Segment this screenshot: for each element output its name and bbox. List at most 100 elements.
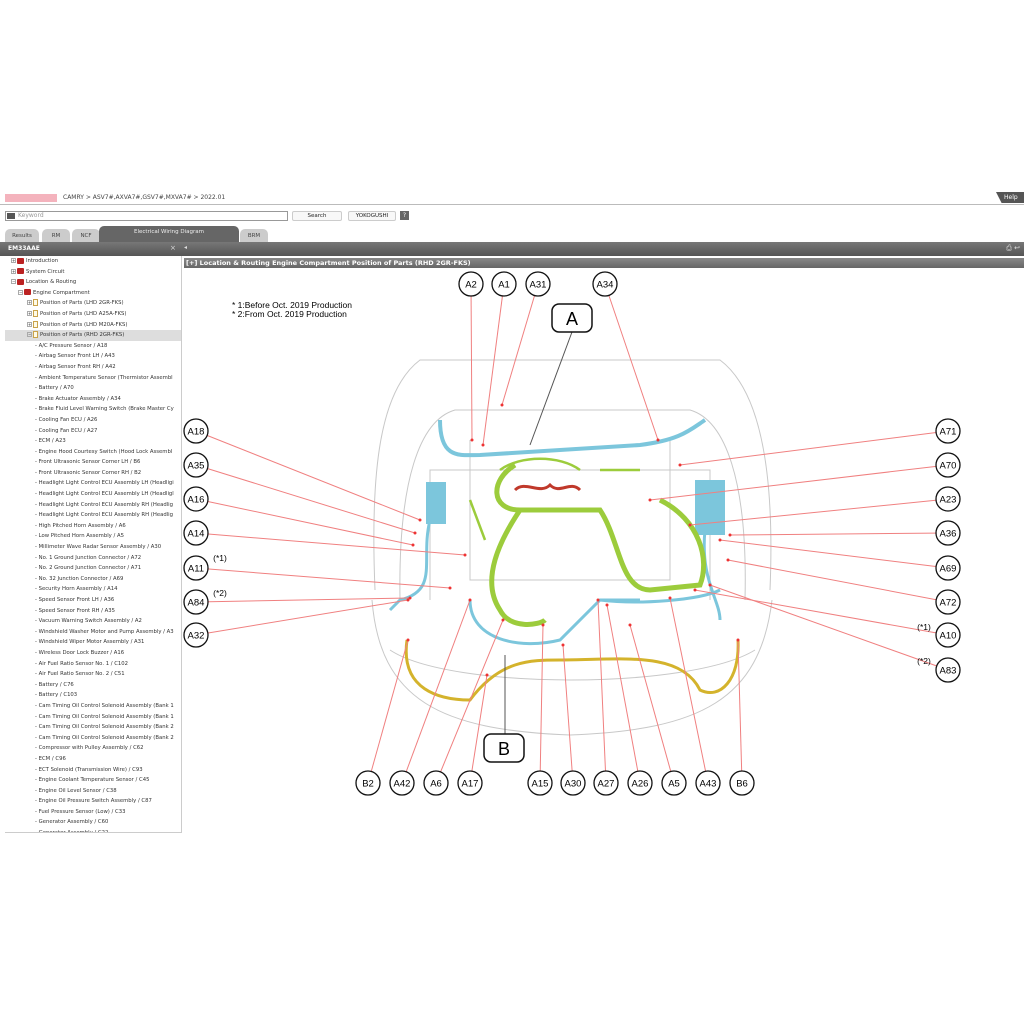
tab-results[interactable]: Results xyxy=(5,229,39,242)
tree-item-part[interactable]: - Airbag Sensor Front LH / A43 xyxy=(35,353,115,360)
expand-icon[interactable]: − xyxy=(27,332,32,338)
collapse-icon[interactable]: − xyxy=(18,289,23,295)
tree-item-part[interactable]: - Front Ultrasonic Sensor Corner RH / B2 xyxy=(35,469,142,476)
tree-item-part[interactable]: - High Pitched Horn Assembly / A6 xyxy=(35,522,126,529)
search-button[interactable]: Search xyxy=(292,211,342,221)
tree-item-position[interactable]: +Position of Parts (LHD M20A-FKS) xyxy=(5,320,181,331)
tree-item-part[interactable]: - Headlight Light Control ECU Assembly R… xyxy=(35,501,174,508)
tree-item-part[interactable]: - Millimeter Wave Radar Sensor Assembly … xyxy=(35,544,162,551)
tree-item-part[interactable]: - Engine Hood Courtesy Switch (Hood Lock… xyxy=(35,448,173,455)
tree-item-part[interactable]: - Brake Actuator Assembly / A34 xyxy=(35,395,121,402)
tree-item-introduction[interactable]: +Introduction xyxy=(5,256,181,267)
tree-item-part[interactable]: - Cam Timing Oil Control Solenoid Assemb… xyxy=(35,702,174,709)
callout-circle xyxy=(458,271,484,297)
tree-item-part[interactable]: - Engine Oil Level Sensor / C38 xyxy=(35,787,117,794)
tree-item-part[interactable]: - No. 2 Ground Junction Connector / A71 xyxy=(35,565,142,572)
expand-icon[interactable]: + xyxy=(27,310,32,316)
tab-ncf[interactable]: NCF xyxy=(72,229,100,242)
yokogushi-button[interactable]: YOKOGUSHI xyxy=(348,211,396,221)
callout-label: A11 xyxy=(188,564,204,575)
callout-label: A5 xyxy=(668,779,680,790)
leader-line xyxy=(195,599,409,636)
tree-label: Battery / A70 xyxy=(38,385,74,392)
tree-item-part[interactable]: - Wireless Door Lock Buzzer / A16 xyxy=(35,649,125,656)
tree-item-position[interactable]: +Position of Parts (LHD A25A-FKS) xyxy=(5,309,181,320)
expand-icon[interactable]: + xyxy=(27,321,32,327)
tree-item-part[interactable]: - ECT Solenoid (Transmission Wire) / C93 xyxy=(35,766,143,773)
tree-item-position[interactable]: +Position of Parts (LHD 2GR-FKS) xyxy=(5,298,181,309)
tree-item-part[interactable]: - Speed Sensor Front LH / A36 xyxy=(35,597,115,603)
tree-item-part[interactable]: - Cooling Fan ECU / A26 xyxy=(35,416,98,423)
tree-sidebar[interactable]: +Introduction+System Circuit−Location & … xyxy=(5,256,182,833)
expand-icon[interactable]: + xyxy=(11,258,16,263)
tree-item-part[interactable]: - Headlight Light Control ECU Assembly R… xyxy=(35,512,174,519)
tree-item-part[interactable]: - Battery / C103 xyxy=(35,692,78,699)
print-icon[interactable]: ⎙ ↩ xyxy=(1006,244,1020,252)
tree-item-part[interactable]: - Cam Timing Oil Control Solenoid Assemb… xyxy=(35,724,174,731)
tree-item-part[interactable]: - Generator Assembly / C22 xyxy=(5,828,181,832)
tree-item-part[interactable]: - No. 32 Junction Connector / A69 xyxy=(35,575,124,582)
tab-rm[interactable]: RM xyxy=(42,229,70,242)
tree-item-part[interactable]: - Air Fuel Ratio Sensor No. 1 / C102 xyxy=(35,660,129,667)
tree-item-part[interactable]: - A/C Pressure Sensor / A18 xyxy=(35,342,108,349)
tree-item-system-circuit[interactable]: +System Circuit xyxy=(5,267,181,278)
tree-item-part[interactable]: - Security Horn Assembly / A14 xyxy=(35,586,118,593)
tree-item-part[interactable]: - Windshield Washer Motor and Pump Assem… xyxy=(35,628,174,635)
tree-label: ECM / A23 xyxy=(38,438,66,445)
tree-label: Brake Fluid Level Warning Switch (Brake … xyxy=(38,406,174,413)
callout-label: A23 xyxy=(940,495,957,506)
tree-item-part[interactable]: - Headlight Light Control ECU Assembly L… xyxy=(35,491,174,498)
callout-circle xyxy=(627,770,653,796)
tree-item-part[interactable]: - Low Pitched Horn Assembly / A5 xyxy=(35,533,124,540)
tree-item-part[interactable]: - Windshield Wiper Motor Assembly / A31 xyxy=(35,639,145,646)
collapse-icon[interactable]: − xyxy=(11,279,16,285)
tree-item-part[interactable]: - Ambient Temperature Sensor (Thermistor… xyxy=(35,374,173,381)
brand-logo xyxy=(5,194,57,202)
tab-brm[interactable]: BRM xyxy=(240,229,268,242)
tree-item-part[interactable]: - Brake Fluid Level Warning Switch (Brak… xyxy=(35,406,174,413)
panel-header: EM33AAE × ◂ ⎙ ↩ xyxy=(0,242,1024,256)
callout-label: A18 xyxy=(188,427,205,438)
tree-item-part[interactable]: - Headlight Light Control ECU Assembly L… xyxy=(35,480,174,487)
tree-item-part[interactable]: - Front Ultrasonic Sensor Corner LH / B6 xyxy=(35,459,141,466)
tree-item-part[interactable]: - Fuel Pressure Sensor (Low) / C33 xyxy=(35,808,126,815)
tree-item-part[interactable]: - Cooling Fan ECU / A27 xyxy=(35,427,98,434)
keyword-input[interactable]: Keyword xyxy=(5,211,288,221)
tree-item-part[interactable]: - ECM / A23 xyxy=(35,438,66,445)
tree-item-part[interactable]: - Generator Assembly / C60 xyxy=(35,819,109,826)
callout-circle xyxy=(527,770,553,796)
tree-item-part[interactable]: - Airbag Sensor Front RH / A42 xyxy=(35,363,116,370)
help-button[interactable]: Help xyxy=(996,192,1024,203)
tree-item-part[interactable]: - Cam Timing Oil Control Solenoid Assemb… xyxy=(35,734,174,741)
expand-icon[interactable]: + xyxy=(11,268,16,274)
callout-circle xyxy=(183,589,209,615)
connector-point xyxy=(500,403,504,407)
tree-item-part[interactable]: - Air Fuel Ratio Sensor No. 2 / C51 xyxy=(35,671,125,678)
leader-line xyxy=(709,584,949,671)
expand-icon[interactable]: + xyxy=(27,300,32,306)
tree-item-part[interactable]: - Compressor with Pulley Assembly / C62 xyxy=(35,745,144,752)
tree-item-location-routing[interactable]: −Location & Routing xyxy=(5,277,181,288)
callout-label: A27 xyxy=(598,779,615,790)
production-annotation: (*2) xyxy=(917,656,931,666)
tree-item-position[interactable]: −Position of Parts (RHD 2GR-FKS) xyxy=(5,330,181,341)
body-harness xyxy=(438,418,707,458)
tree-item-part[interactable]: - ECM / C96 xyxy=(35,755,66,762)
tree-item-part[interactable]: - No. 1 Ground Junction Connector / A72 xyxy=(35,554,142,561)
tab-electrical-wiring-diagram[interactable]: Electrical Wiring Diagram xyxy=(99,226,239,242)
tree-item-part[interactable]: - Vacuum Warning Switch Assembly / A2 xyxy=(35,618,142,625)
tree-item-part[interactable]: - Speed Sensor Front RH / A35 xyxy=(35,607,115,614)
tree-item-part[interactable]: - Cam Timing Oil Control Solenoid Assemb… xyxy=(35,713,174,720)
tree-item-part[interactable]: - Engine Oil Pressure Switch Assembly / … xyxy=(35,798,152,805)
leader-line xyxy=(679,430,949,466)
close-icon[interactable]: × xyxy=(170,244,176,252)
tree-item-part[interactable]: - Battery / A70 xyxy=(35,385,74,392)
help-icon[interactable]: ? xyxy=(400,211,409,220)
tree-item-part[interactable]: - Engine Coolant Temperature Sensor / C4… xyxy=(35,777,150,784)
leader-line xyxy=(195,430,421,521)
tree-item-engine-compartment[interactable]: −Engine Compartment xyxy=(5,288,181,299)
collapse-icon[interactable]: ◂ xyxy=(184,244,188,251)
tree-item-part[interactable]: - Battery / C76 xyxy=(35,681,74,688)
callout-circle xyxy=(935,486,961,512)
leader-line xyxy=(195,532,466,556)
